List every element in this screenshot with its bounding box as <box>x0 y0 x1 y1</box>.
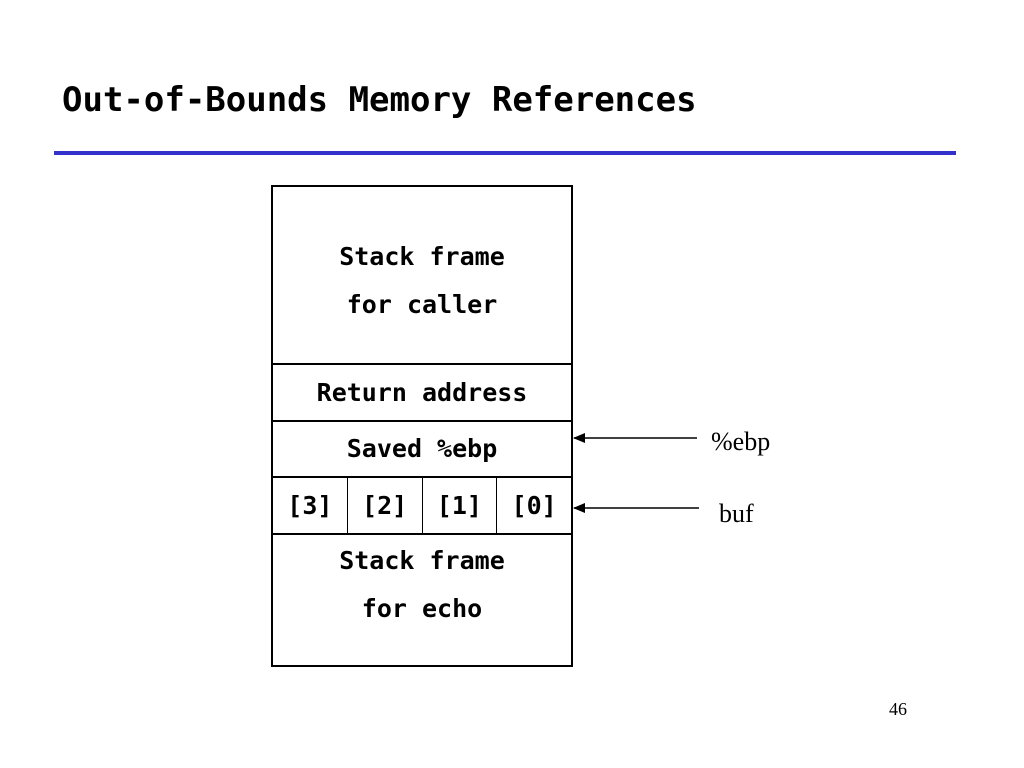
caller-stack-frame: Stack frame for caller <box>273 187 571 365</box>
caller-frame-line-1: Stack frame <box>339 242 505 271</box>
buf-slot-2-label: [2] <box>362 490 408 520</box>
echo-frame-line-2: for echo <box>361 594 483 623</box>
buf-slot-1: [1] <box>423 478 498 533</box>
buf-slot-3-label: [3] <box>287 490 333 520</box>
echo-frame-line-1: Stack frame <box>339 546 505 575</box>
buf-slot-2: [2] <box>348 478 423 533</box>
saved-ebp-cell: Saved %ebp <box>273 422 571 478</box>
return-address-cell: Return address <box>273 365 571 422</box>
echo-stack-frame: Stack frame for echo <box>273 535 571 665</box>
buf-slot-0-label: [0] <box>511 490 557 520</box>
title-divider <box>54 151 956 155</box>
buffer-row: [3] [2] [1] [0] <box>273 478 571 535</box>
saved-ebp-label: Saved %ebp <box>346 434 498 463</box>
buf-slot-1-label: [1] <box>436 490 482 520</box>
page-number: 46 <box>889 699 907 719</box>
stack-diagram: Stack frame for caller Return address Sa… <box>271 185 573 667</box>
buf-slot-0: [0] <box>497 478 571 533</box>
return-address-label: Return address <box>316 377 528 407</box>
ebp-pointer-label: %ebp <box>711 427 771 456</box>
slide-title: Out-of-Bounds Memory References <box>62 80 697 120</box>
buf-pointer-label: buf <box>719 499 754 528</box>
buf-slot-3: [3] <box>273 478 348 533</box>
caller-frame-line-2: for caller <box>346 290 498 319</box>
